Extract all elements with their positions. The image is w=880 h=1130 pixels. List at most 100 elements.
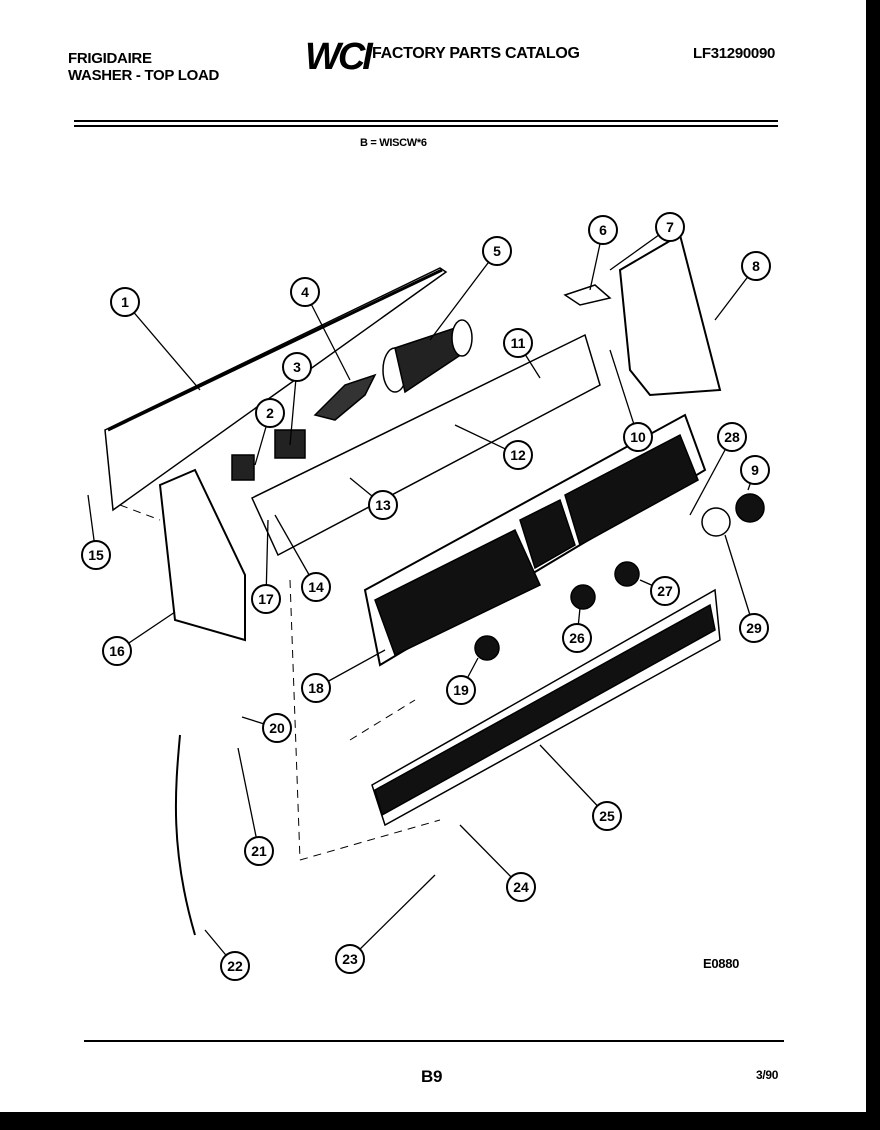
callout-7: 7 (609, 212, 685, 271)
leader-line (609, 349, 639, 438)
callout-circle (251, 584, 281, 614)
callout-number: 22 (227, 958, 243, 974)
callout-number: 5 (493, 243, 501, 259)
callout-number: 20 (269, 720, 285, 736)
callout-circle (244, 836, 274, 866)
callout-circle (650, 576, 680, 606)
callout-10: 10 (609, 349, 653, 452)
console-frame-part (363, 413, 707, 667)
header-rule-top (74, 120, 778, 122)
callout-8: 8 (714, 251, 771, 321)
callout-number: 27 (657, 583, 673, 599)
callout-number: 15 (88, 547, 104, 563)
callout-circle (592, 801, 622, 831)
callout-number: 4 (301, 284, 309, 300)
callout-13: 13 (349, 477, 398, 520)
callout-circle (482, 236, 512, 266)
callout-number: 18 (308, 680, 324, 696)
callout-3: 3 (282, 352, 312, 446)
callout-circle (503, 328, 533, 358)
callout-22: 22 (204, 929, 250, 981)
callout-circle (506, 872, 536, 902)
callout-28: 28 (689, 422, 747, 516)
callout-circle (290, 277, 320, 307)
callout-number: 14 (308, 579, 324, 595)
revision-date: 3/90 (756, 1068, 779, 1082)
callout-circle (655, 212, 685, 242)
page-number: B9 (421, 1067, 443, 1086)
callout-circle (623, 422, 653, 452)
callout-number: 19 (453, 682, 469, 698)
callout-2: 2 (254, 398, 285, 466)
callout-4: 4 (290, 277, 351, 381)
brand-name: FRIGIDAIRE (68, 50, 152, 67)
callout-12: 12 (454, 424, 533, 470)
callout-27: 27 (639, 576, 680, 606)
callout-number: 21 (251, 843, 267, 859)
callout-circle (446, 675, 476, 705)
knob-part-27 (614, 561, 640, 587)
callout-26: 26 (562, 607, 592, 653)
callout-circle (741, 251, 771, 281)
leader-line (429, 250, 498, 341)
callout-6: 6 (588, 215, 618, 291)
callout-number: 26 (569, 630, 585, 646)
header-rule-bottom (74, 125, 778, 127)
callout-number: 10 (630, 429, 646, 445)
leader-line (349, 874, 436, 960)
clip-part (563, 284, 612, 306)
callout-circle (255, 398, 285, 428)
variant-note: B = WISCW*6 (360, 137, 427, 149)
leader-line (304, 291, 351, 381)
callout-number: 16 (109, 643, 125, 659)
knob-part-29 (701, 507, 731, 537)
callout-number: 29 (746, 620, 762, 636)
callout-number: 3 (293, 359, 301, 375)
knob-part-9 (735, 493, 765, 523)
callout-number: 2 (266, 405, 274, 421)
knob-part-26 (570, 584, 596, 610)
callout-number: 23 (342, 951, 358, 967)
callout-circle (220, 951, 250, 981)
callout-24: 24 (459, 824, 536, 902)
callout-15: 15 (81, 494, 111, 570)
part-number: LF31290090 (693, 45, 776, 62)
timer-part (382, 319, 473, 394)
wire-harness-part (174, 734, 196, 936)
callout-14: 14 (274, 514, 331, 602)
callout-number: 9 (751, 462, 759, 478)
callout-number: 1 (121, 294, 129, 310)
callout-circle (335, 944, 365, 974)
switch-bracket-part (313, 373, 377, 421)
callout-circle (102, 636, 132, 666)
leader-line (724, 534, 755, 629)
footer-rule (84, 1040, 784, 1042)
callout-number: 8 (752, 258, 760, 274)
rear-panel-part (104, 267, 448, 512)
callout-circle (740, 455, 770, 485)
callout-number: 6 (599, 222, 607, 238)
leader-line (237, 747, 260, 852)
callout-1: 1 (110, 287, 201, 391)
callout-20: 20 (241, 713, 292, 743)
callout-circle (562, 623, 592, 653)
mounting-plate-part (251, 333, 601, 557)
callout-circle (503, 440, 533, 470)
callout-circle (282, 352, 312, 382)
end-cap-part (158, 468, 246, 642)
wci-logo: WCI (305, 36, 373, 78)
callout-21: 21 (237, 747, 274, 866)
leader-line (539, 744, 608, 817)
callout-9: 9 (740, 455, 770, 491)
callout-circle (739, 613, 769, 643)
catalog-title: FACTORY PARTS CATALOG (372, 45, 580, 62)
switch-part-2 (231, 454, 255, 481)
callout-circle (110, 287, 140, 317)
callout-5: 5 (429, 236, 512, 341)
callout-19: 19 (446, 657, 479, 705)
callout-number: 13 (375, 497, 391, 513)
callout-number: 24 (513, 879, 529, 895)
callout-circle (301, 572, 331, 602)
callout-circle (368, 490, 398, 520)
